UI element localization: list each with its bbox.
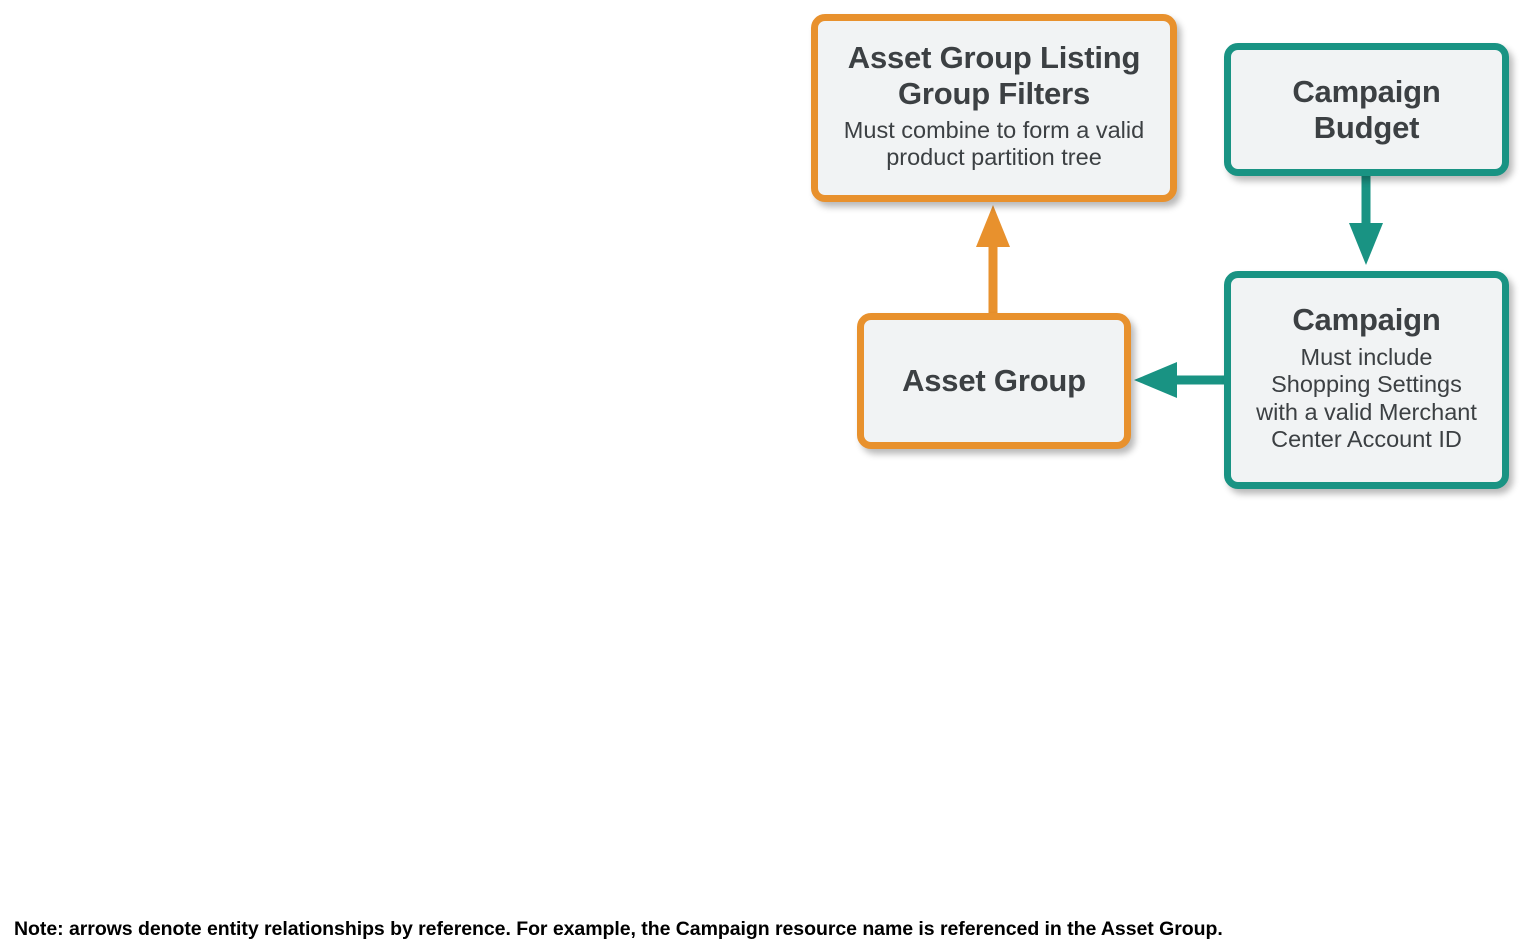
- node-title: Campaign: [1292, 302, 1441, 338]
- node-campaign-budget[interactable]: Campaign Budget: [1224, 43, 1509, 176]
- node-campaign[interactable]: Campaign Must include Shopping Settings …: [1224, 271, 1509, 489]
- node-asset-group[interactable]: Asset Group: [857, 313, 1131, 449]
- node-title: Asset Group: [902, 363, 1086, 399]
- arrowhead-left-teal: [1134, 362, 1177, 398]
- node-title: Asset Group Listing Group Filters: [847, 40, 1141, 111]
- node-subtitle: Must include Shopping Settings with a va…: [1256, 343, 1477, 453]
- arrowhead-up-orange: [976, 205, 1010, 247]
- node-asset-group-listing-group-filters[interactable]: Asset Group Listing Group Filters Must c…: [811, 14, 1177, 202]
- diagram-footnote: Note: arrows denote entity relationships…: [14, 918, 1223, 940]
- node-title: Campaign Budget: [1292, 74, 1441, 145]
- edge-campaign-budget-to-campaign: [1349, 172, 1383, 265]
- arrowhead-down-teal: [1349, 223, 1383, 265]
- edge-asset-group-to-listing-group-filters: [976, 205, 1010, 318]
- edge-campaign-to-asset-group: [1134, 362, 1228, 398]
- node-subtitle: Must combine to form a valid product par…: [843, 116, 1145, 171]
